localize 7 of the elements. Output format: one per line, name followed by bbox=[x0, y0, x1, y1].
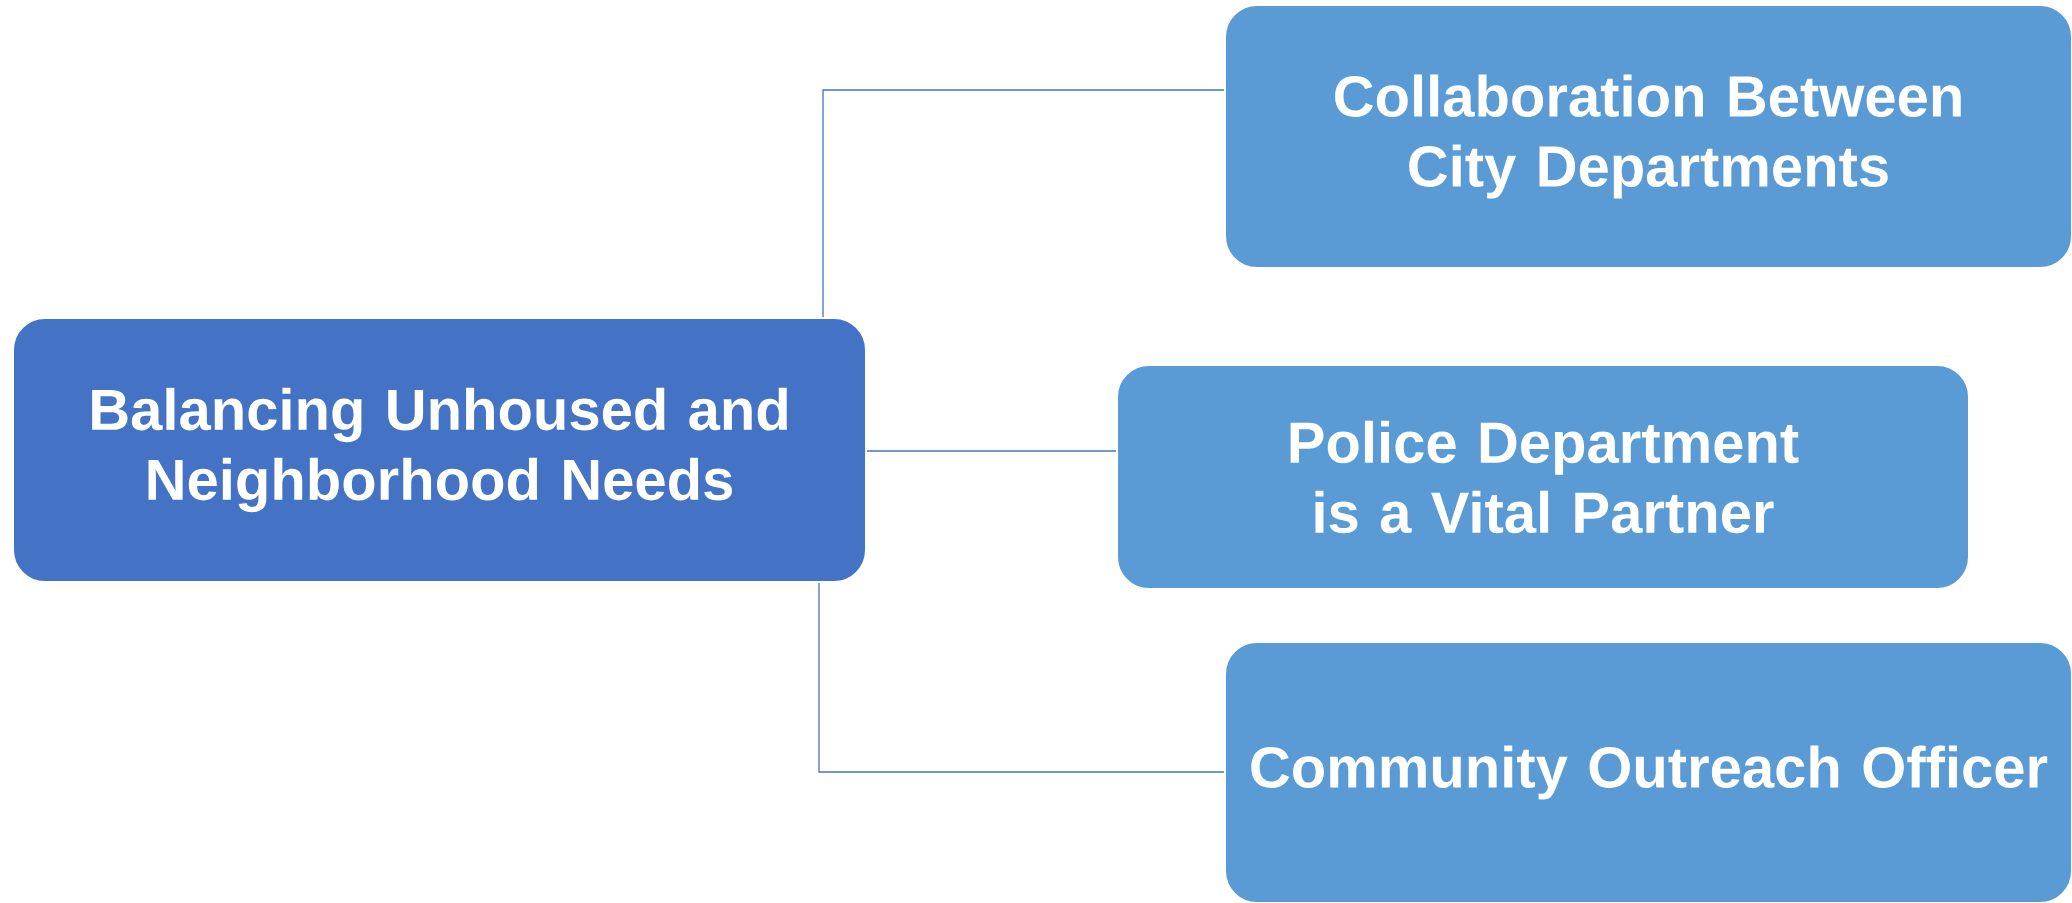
subtopic-box: Police Department is a Vital Partner bbox=[1116, 364, 1970, 590]
connector-line bbox=[866, 450, 1117, 452]
connector-line bbox=[818, 582, 1225, 773]
subtopic-box: Community Outreach Officer bbox=[1224, 641, 2072, 903]
topic-box: Balancing Unhoused and Neighborhood Needs bbox=[12, 317, 867, 583]
connector-line bbox=[822, 89, 1225, 318]
subtopic-box: Collaboration Between City Departments bbox=[1224, 4, 2072, 269]
